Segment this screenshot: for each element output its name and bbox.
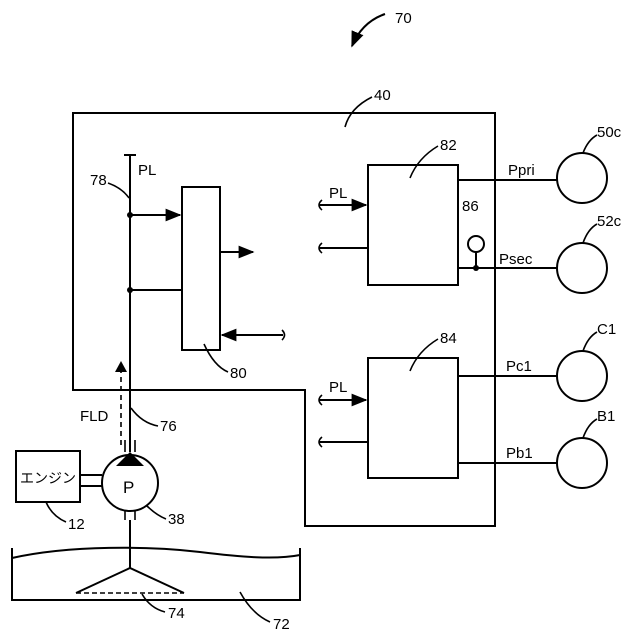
oil-surface (12, 548, 300, 558)
tank-leader (240, 592, 270, 622)
label-actuator-50c: 50c (597, 124, 622, 141)
valve-80-leader (204, 344, 228, 372)
label-pb1: Pb1 (506, 445, 533, 462)
label-actuator-52c: 52c (597, 213, 622, 230)
fld-arrowhead (115, 361, 127, 372)
label-line-pl: PL (138, 162, 156, 179)
actuator-b1 (557, 438, 607, 488)
label-controller: 40 (374, 87, 391, 104)
valve-82 (368, 165, 458, 285)
engine-text: エンジン (20, 470, 76, 486)
engine-leader (46, 502, 66, 522)
strainer-leader (142, 594, 165, 612)
label-valve-84: 84 (440, 330, 457, 347)
label-valve-82: 82 (440, 137, 457, 154)
label-strainer: 74 (168, 605, 185, 622)
valve-82-leader (410, 146, 438, 178)
actuator-c1 (557, 351, 607, 401)
label-ppri: Ppri (508, 162, 535, 179)
label-pc1: Pc1 (506, 358, 532, 375)
pump-leader (146, 505, 166, 519)
label-sensor: 86 (462, 198, 479, 215)
label-actuator-c1: C1 (597, 321, 616, 338)
label-engine: 12 (68, 516, 85, 533)
line-leader (108, 183, 129, 198)
discharge-leader (131, 408, 158, 426)
pressure-sensor (468, 236, 484, 252)
label-pump: 38 (168, 511, 185, 528)
actuator-c1-leader (583, 332, 597, 351)
valve-84 (368, 358, 458, 478)
actuator-50c (557, 153, 607, 203)
strainer (76, 568, 184, 593)
pump-direction-triangle (116, 452, 144, 466)
label-psec: Psec (499, 251, 533, 268)
pump-symbol: P (123, 478, 134, 497)
label-fld: FLD (80, 408, 109, 425)
label-system: 70 (395, 10, 412, 27)
actuator-52c-leader (583, 224, 597, 243)
valve-84-leader (410, 339, 438, 371)
label-line: 78 (90, 172, 107, 189)
actuator-50c-leader (583, 135, 597, 153)
actuator-52c (557, 243, 607, 293)
valve-80 (182, 187, 220, 350)
sensor-junction-dot (473, 265, 479, 271)
label-pl-82: PL (329, 185, 347, 202)
label-tank: 72 (273, 616, 290, 633)
label-discharge: 76 (160, 418, 177, 435)
label-actuator-b1: B1 (597, 408, 615, 425)
label-valve-80: 80 (230, 365, 247, 382)
label-pl-84: PL (329, 379, 347, 396)
system-pointer-arrow (352, 14, 385, 46)
actuator-b1-leader (583, 419, 597, 438)
